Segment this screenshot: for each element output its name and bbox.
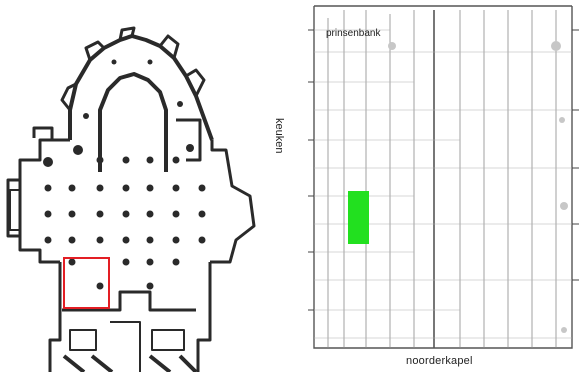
side-ticks (308, 29, 579, 311)
church-floor-plan (6, 26, 256, 372)
transept-wall-right (210, 140, 256, 264)
radiating-chapels (60, 26, 206, 111)
left-annex (6, 178, 20, 238)
choir-apse-outline (68, 34, 214, 141)
grave-grid-map (308, 5, 579, 349)
label-prinsenbank: prinsenbank (326, 28, 381, 39)
smudge-marks (388, 41, 568, 333)
bottom-stairs (62, 354, 198, 372)
tower-detail (69, 321, 185, 372)
column-markers (43, 59, 206, 290)
nave-wall (48, 262, 212, 372)
highlighted-area-frame (63, 257, 110, 309)
grid-rows (314, 29, 572, 339)
left-chapel (32, 126, 54, 140)
grid-columns (327, 10, 557, 348)
tower-front (62, 290, 196, 312)
inner-choir (98, 72, 168, 172)
marked-grave-highlight (348, 191, 369, 244)
map-border (313, 5, 573, 349)
label-noorderkapel: noorderkapel (406, 355, 473, 367)
label-keuken: keuken (273, 118, 285, 154)
left-annex-box (9, 189, 21, 231)
sacristy (176, 118, 202, 162)
church-walls (6, 26, 256, 372)
